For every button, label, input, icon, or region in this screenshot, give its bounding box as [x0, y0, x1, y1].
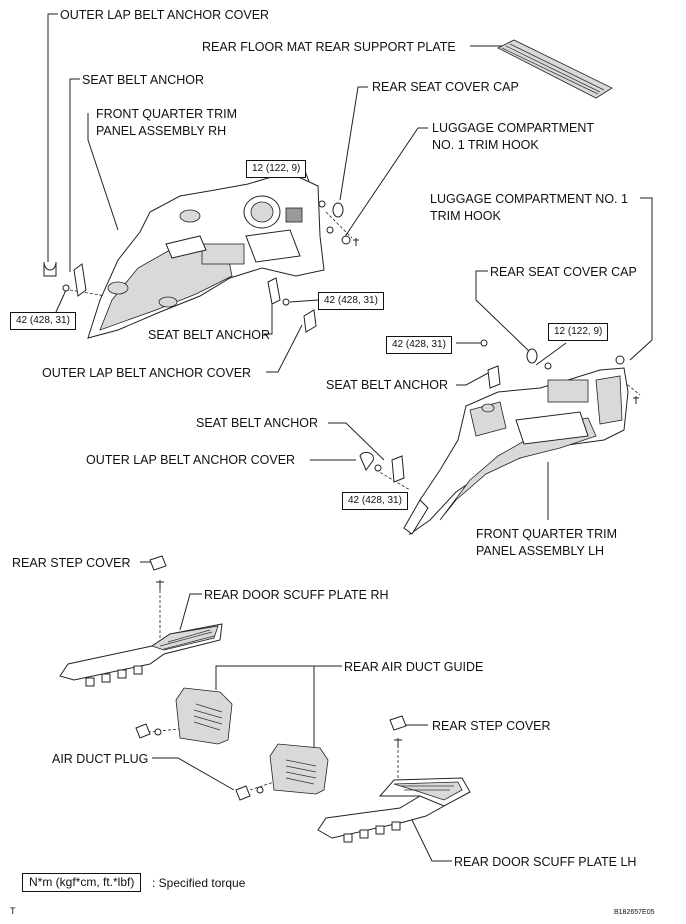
label-luggage-hook-lh-line2: TRIM HOOK	[430, 209, 501, 223]
label-rear-step-cover-lh: REAR STEP COVER	[432, 719, 551, 733]
label-rear-air-duct-guide: REAR AIR DUCT GUIDE	[344, 660, 484, 674]
label-rear-seat-cover-cap-rh: REAR SEAT COVER CAP	[372, 80, 519, 94]
legend-torque-unit-box: N*m (kgf*cm, ft.*lbf)	[22, 873, 142, 892]
label-front-quarter-lh-line2: PANEL ASSEMBLY LH	[476, 544, 605, 558]
label-luggage-hook-rh-line2: NO. 1 TRIM HOOK	[432, 138, 539, 152]
rear-floor-mat-support-plate	[497, 39, 613, 99]
fasteners-lh	[359, 339, 639, 483]
corner-mark: T	[10, 906, 16, 916]
label-seat-belt-anchor-rh-bottom: SEAT BELT ANCHOR	[148, 328, 271, 342]
torque-box-12-lh: 12 (122, 9)	[548, 323, 609, 341]
leader-lines	[47, 13, 653, 862]
rear-door-scuff-plate-lh	[317, 715, 471, 843]
rear-air-duct-guides	[175, 687, 329, 795]
label-outer-lap-belt-anchor-cover-rh-bottom: OUTER LAP BELT ANCHOR COVER	[42, 366, 252, 380]
torque-box-12-rh: 12 (122, 9)	[246, 160, 307, 178]
air-duct-plugs	[135, 723, 264, 801]
torque-box-42-rh-left: 42 (428, 31)	[10, 312, 76, 330]
rear-door-scuff-plate-rh	[59, 555, 223, 687]
legend-description: : Specified torque	[152, 876, 246, 890]
label-rear-step-cover-rh: REAR STEP COVER	[12, 556, 131, 570]
figure-code: B182657E05	[614, 909, 655, 916]
torque-box-42-lh-lower: 42 (428, 31)	[342, 492, 408, 510]
label-seat-belt-anchor-lh-upper: SEAT BELT ANCHOR	[326, 378, 449, 392]
label-seat-belt-anchor-rh-top: SEAT BELT ANCHOR	[82, 73, 205, 87]
front-quarter-trim-panel-lh	[403, 367, 629, 536]
label-rear-seat-cover-cap-lh: REAR SEAT COVER CAP	[490, 265, 637, 279]
label-front-quarter-lh-line1: FRONT QUARTER TRIM	[476, 527, 617, 541]
torque-box-42-rh-right: 42 (428, 31)	[318, 292, 384, 310]
label-luggage-hook-lh-line1: LUGGAGE COMPARTMENT NO. 1	[430, 192, 628, 206]
label-outer-lap-belt-anchor-cover-rh-top: OUTER LAP BELT ANCHOR COVER	[60, 8, 270, 22]
label-luggage-hook-rh-line1: LUGGAGE COMPARTMENT	[432, 121, 595, 135]
torque-box-42-lh-upper: 42 (428, 31)	[386, 336, 452, 354]
label-rear-floor-mat-rear-support-plate: REAR FLOOR MAT REAR SUPPORT PLATE	[202, 40, 456, 54]
fasteners-rh	[43, 200, 359, 333]
front-quarter-trim-panel-rh	[87, 173, 325, 339]
label-seat-belt-anchor-lh-lower: SEAT BELT ANCHOR	[196, 416, 319, 430]
label-outer-lap-belt-anchor-cover-lh: OUTER LAP BELT ANCHOR COVER	[86, 453, 296, 467]
label-air-duct-plug: AIR DUCT PLUG	[52, 752, 149, 766]
label-front-quarter-rh-line1: FRONT QUARTER TRIM	[96, 107, 237, 121]
label-front-quarter-rh-line2: PANEL ASSEMBLY RH	[96, 124, 227, 138]
label-rear-door-scuff-plate-lh: REAR DOOR SCUFF PLATE LH	[454, 855, 637, 869]
label-rear-door-scuff-plate-rh: REAR DOOR SCUFF PLATE RH	[204, 588, 389, 602]
